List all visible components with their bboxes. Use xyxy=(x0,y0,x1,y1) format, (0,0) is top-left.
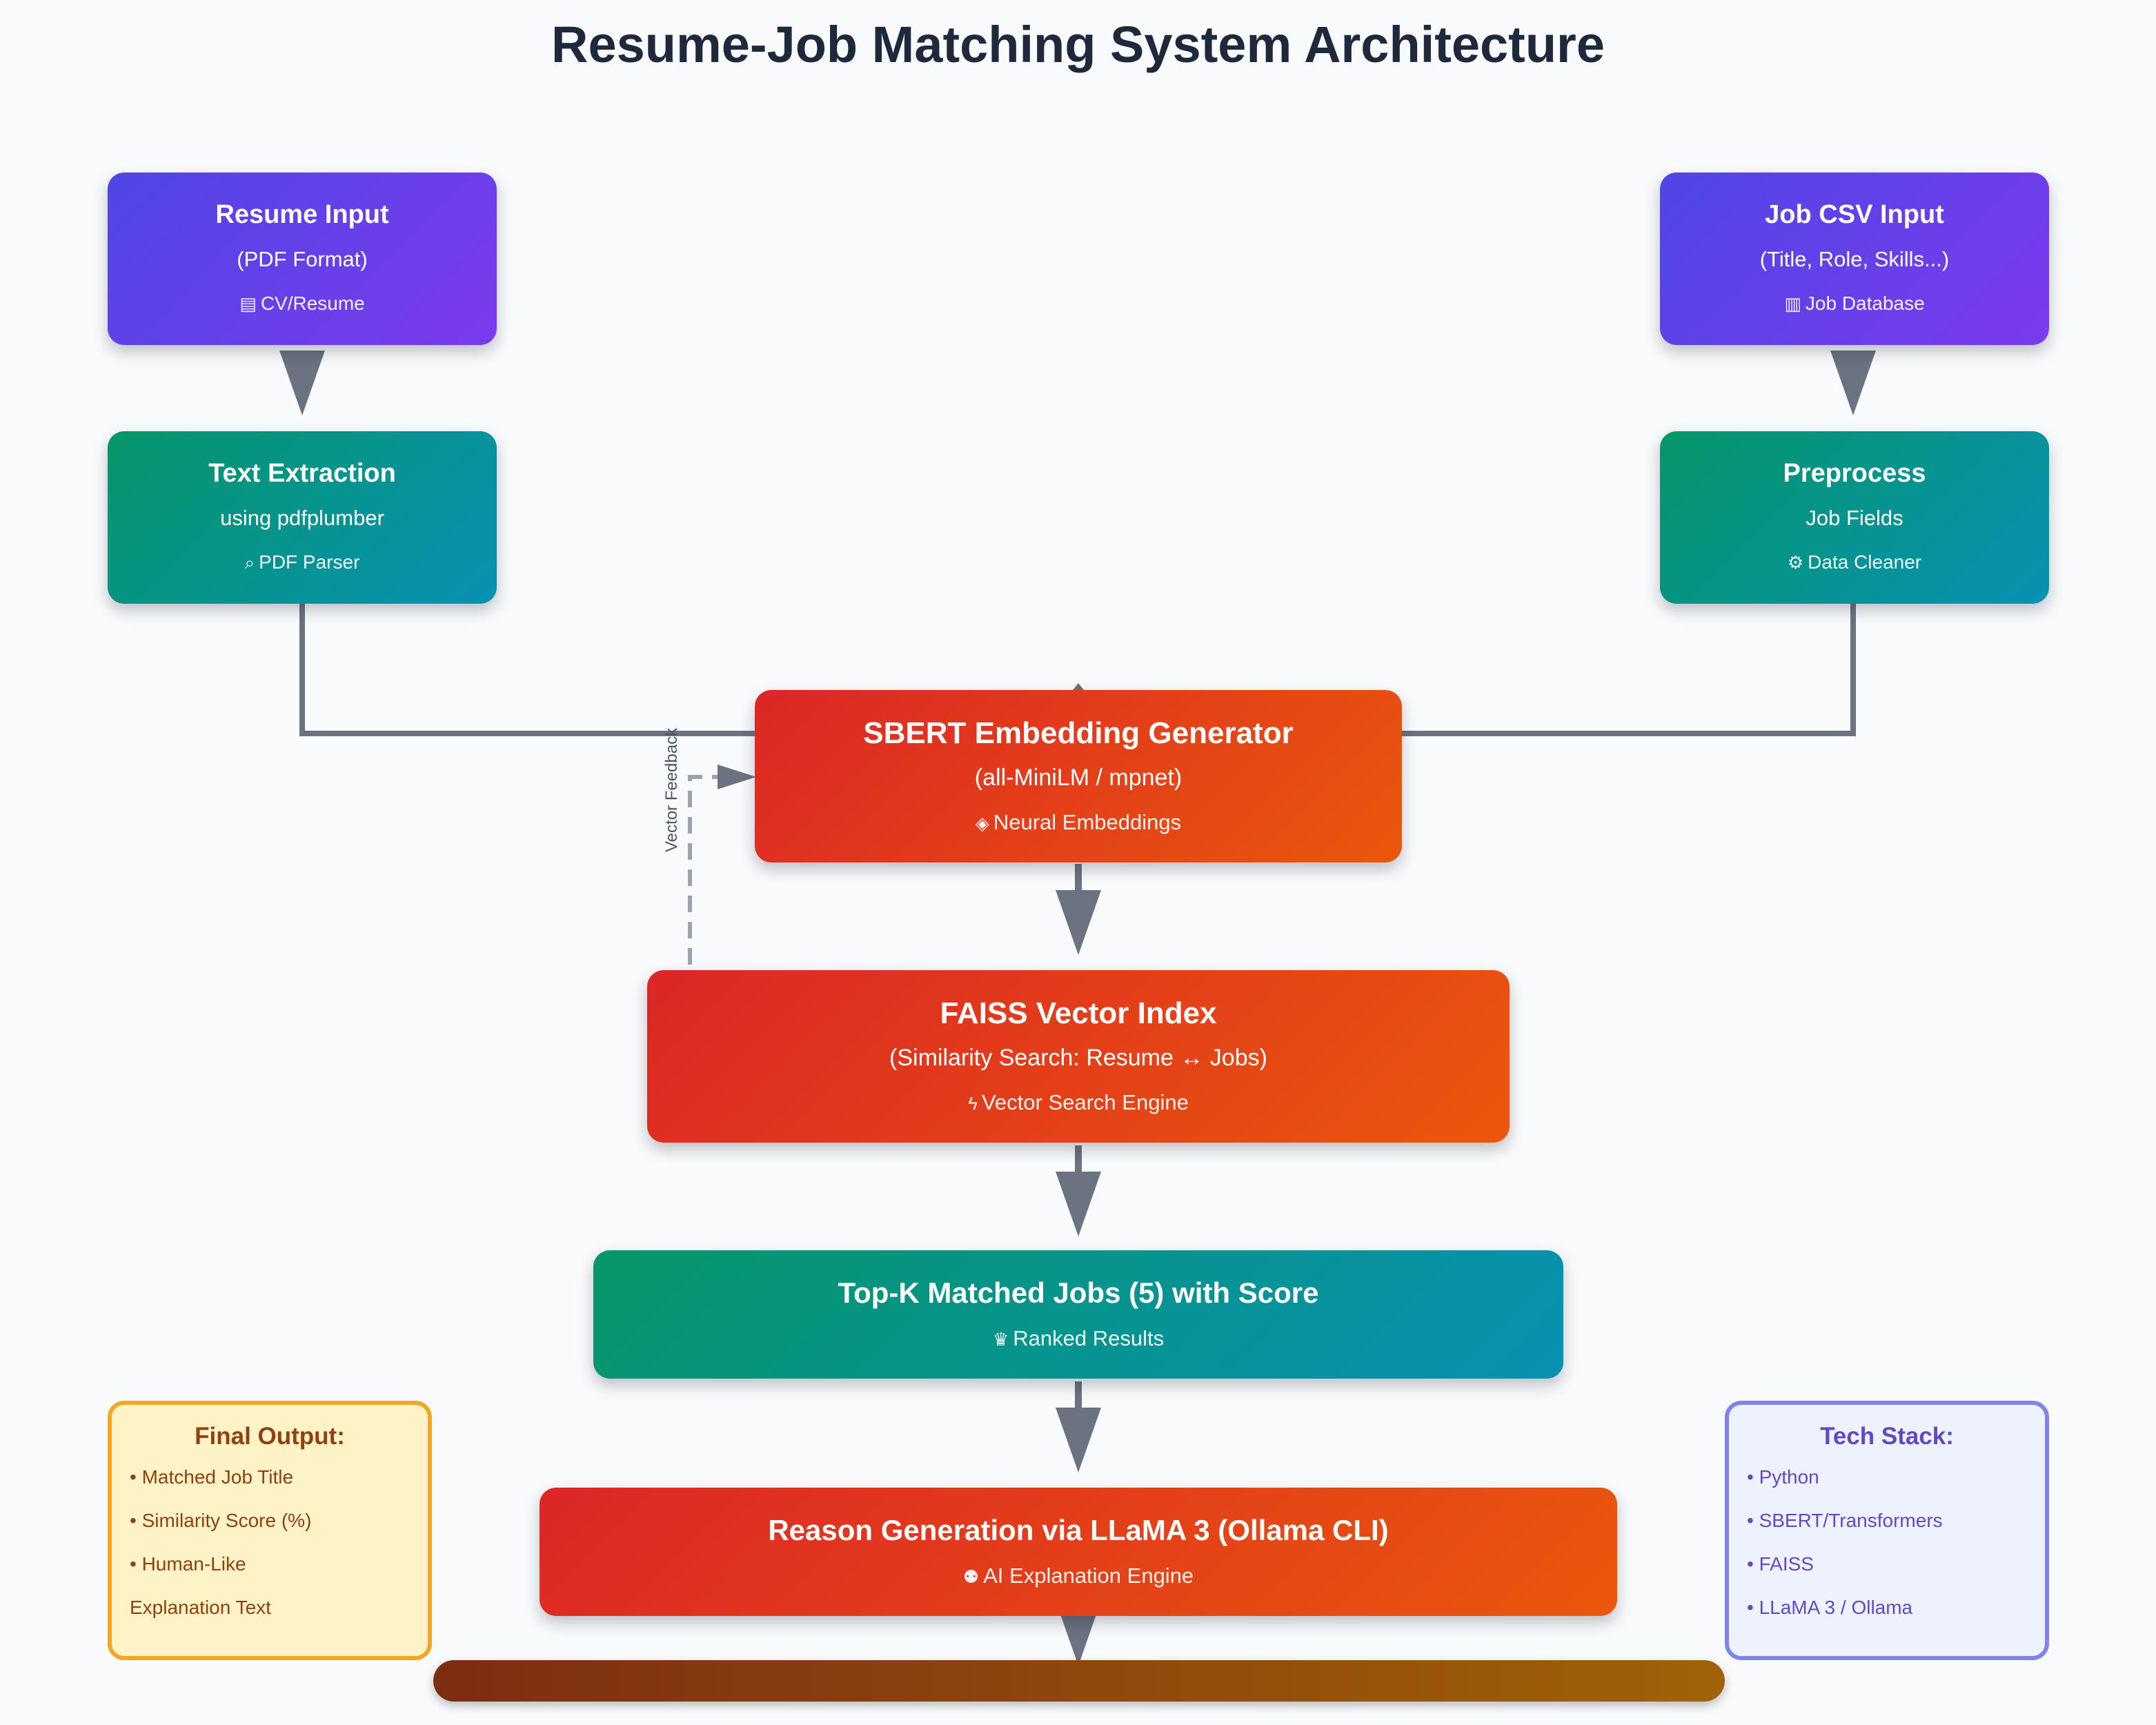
faiss-node: FAISS Vector Index (Similarity Search: R… xyxy=(647,970,1510,1143)
topk-title: Top-K Matched Jobs (5) with Score xyxy=(838,1276,1319,1309)
lightning-icon: ϟ xyxy=(968,1093,978,1114)
final-output-title: Final Output: xyxy=(195,1423,345,1450)
final-output-item: • Similarity Score (%) xyxy=(130,1510,312,1531)
tech-stack-item: • Python xyxy=(1747,1466,1819,1488)
sbert-title: SBERT Embedding Generator xyxy=(863,716,1294,750)
text-extraction-title: Text Extraction xyxy=(208,459,396,488)
resume-input-title: Resume Input xyxy=(215,200,389,229)
feedback-arrowhead xyxy=(718,765,756,789)
topk-node: Top-K Matched Jobs (5) with Score ♛Ranke… xyxy=(593,1250,1563,1379)
connector-extraction-to-sbert xyxy=(299,604,756,736)
text-extraction-node: Text Extraction using pdfplumber ⌕PDF Pa… xyxy=(108,431,497,604)
resume-input-subtitle: (PDF Format) xyxy=(237,247,368,271)
preprocess-node: Preprocess Job Fields ⚙Data Cleaner xyxy=(1660,431,2049,604)
arrow-faiss-to-topk xyxy=(1056,1145,1101,1236)
topk-tag: ♛Ranked Results xyxy=(992,1326,1165,1350)
tech-stack-title: Tech Stack: xyxy=(1820,1423,1954,1450)
trophy-icon: ♛ xyxy=(992,1329,1009,1350)
preprocess-subtitle: Job Fields xyxy=(1806,506,1903,530)
arrow-reason-to-output xyxy=(1056,1601,1101,1666)
search-icon: ⌕ xyxy=(244,552,255,573)
final-output-item: • Human-Like xyxy=(130,1553,246,1575)
reason-tag: ⚉AI Explanation Engine xyxy=(962,1564,1194,1588)
resume-input-tag: ▤CV/Resume xyxy=(239,293,365,314)
tech-stack-item: • SBERT/Transformers xyxy=(1747,1510,1943,1531)
faiss-subtitle: (Similarity Search: Resume ↔ Jobs) xyxy=(889,1045,1267,1071)
text-extraction-subtitle: using pdfplumber xyxy=(220,506,384,530)
tech-stack-item: • FAISS xyxy=(1747,1553,1814,1575)
text-extraction-tag: ⌕PDF Parser xyxy=(244,551,360,573)
feedback-label: Vector Feedback xyxy=(662,727,681,852)
job-csv-input-subtitle: (Title, Role, Skills...) xyxy=(1759,247,1950,271)
brain-icon: ◈ xyxy=(975,813,989,834)
sbert-node: SBERT Embedding Generator (all-MiniLM / … xyxy=(755,690,1402,862)
sbert-tag: ◈Neural Embeddings xyxy=(975,810,1182,834)
resume-input-node: Resume Input (PDF Format) ▤CV/Resume xyxy=(108,172,497,345)
faiss-title: FAISS Vector Index xyxy=(940,996,1217,1030)
gear-icon: ⚙ xyxy=(1787,552,1804,573)
reason-title: Reason Generation via LLaMA 3 (Ollama CL… xyxy=(768,1514,1389,1546)
chart-icon: ▥ xyxy=(1784,293,1801,314)
arrow-sbert-to-faiss xyxy=(1056,864,1101,955)
job-csv-input-tag: ▥Job Database xyxy=(1784,293,1925,314)
arrow-resume-to-extraction xyxy=(279,351,325,415)
diagram-title: Resume-Job Matching System Architecture xyxy=(551,16,1605,73)
page-icon: ▤ xyxy=(239,293,257,314)
reason-node: Reason Generation via LLaMA 3 (Ollama CL… xyxy=(540,1488,1617,1616)
preprocess-title: Preprocess xyxy=(1783,459,1926,488)
output-bar xyxy=(433,1660,1725,1702)
job-csv-input-node: Job CSV Input (Title, Role, Skills...) ▥… xyxy=(1660,172,2049,345)
sbert-input-tick xyxy=(1073,683,1084,690)
preprocess-tag: ⚙Data Cleaner xyxy=(1787,551,1922,573)
final-output-item: Explanation Text xyxy=(130,1597,271,1618)
sbert-subtitle: (all-MiniLM / mpnet) xyxy=(974,765,1183,791)
robot-icon: ⚉ xyxy=(962,1566,980,1587)
job-csv-input-title: Job CSV Input xyxy=(1765,200,1944,229)
tech-stack-item: • LLaMA 3 / Ollama xyxy=(1747,1597,1913,1618)
arrow-topk-to-reason xyxy=(1056,1381,1101,1472)
arrow-jobcsv-to-preprocess xyxy=(1830,351,1876,415)
connector-preprocess-to-sbert xyxy=(1401,604,1856,736)
final-output-item: • Matched Job Title xyxy=(130,1466,294,1488)
final-output-box: Final Output: • Matched Job Title • Simi… xyxy=(108,1401,432,1660)
tech-stack-box: Tech Stack: • Python • SBERT/Transformer… xyxy=(1725,1401,2049,1660)
